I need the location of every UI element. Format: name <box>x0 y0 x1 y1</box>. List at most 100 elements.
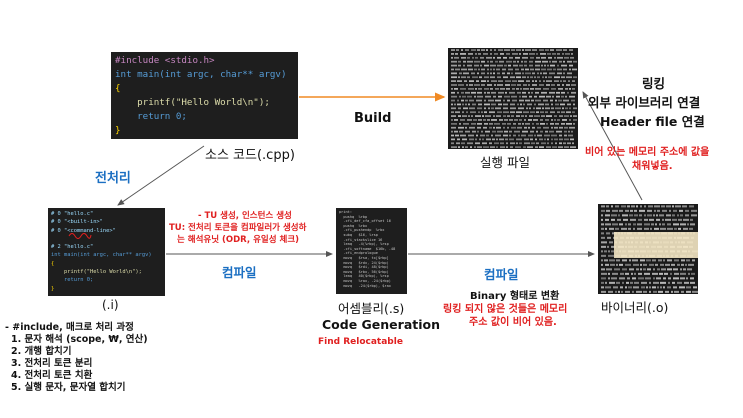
hex-glyph <box>611 218 615 221</box>
hex-glyph <box>477 146 482 149</box>
hex-glyph <box>496 115 501 117</box>
hex-glyph <box>459 95 461 98</box>
hex-glyph <box>626 281 629 284</box>
hex-glyph <box>572 88 575 90</box>
preprocessed-caption: (.i) <box>102 298 119 312</box>
hex-glyph <box>680 272 686 275</box>
hex-glyph <box>522 91 526 94</box>
hex-glyph <box>612 209 618 212</box>
hex-glyph <box>556 95 560 98</box>
hex-glyph <box>564 138 569 141</box>
hex-glyph <box>451 134 454 137</box>
hex-glyph <box>550 64 555 67</box>
hex-glyph <box>527 146 533 149</box>
hex-glyph <box>558 146 563 149</box>
hex-glyph <box>455 68 460 71</box>
code-line: leaq -4(%rbp), %rsp <box>339 242 389 247</box>
hex-glyph <box>474 84 480 86</box>
hex-glyph <box>569 95 575 98</box>
hex-glyph <box>659 214 664 217</box>
hex-glyph <box>544 138 546 141</box>
code-line: movq -24($rbp), $rax <box>339 283 391 288</box>
linking-arrow <box>582 91 643 201</box>
preprocess-step: 2. 개행 합치기 <box>11 346 72 357</box>
hex-glyph <box>569 49 573 51</box>
hex-glyph <box>544 134 550 137</box>
hex-glyph <box>503 115 506 117</box>
hex-glyph <box>637 227 642 230</box>
hex-glyph <box>552 60 557 63</box>
hex-glyph <box>640 268 642 271</box>
hex-glyph <box>540 53 546 55</box>
hex-glyph <box>534 76 536 79</box>
hex-glyph <box>690 218 693 221</box>
hex-glyph <box>608 290 613 293</box>
hex-glyph <box>516 49 521 51</box>
hex-glyph <box>644 227 649 230</box>
hex-glyph <box>488 107 490 110</box>
hex-glyph <box>465 49 469 51</box>
hex-glyph <box>500 146 505 149</box>
hex-glyph <box>644 272 650 275</box>
hex-glyph <box>471 122 476 125</box>
hex-glyph <box>680 268 682 271</box>
hex-glyph <box>469 99 474 102</box>
hex-glyph <box>523 88 529 90</box>
hex-glyph <box>535 146 538 149</box>
hex-glyph <box>467 56 470 59</box>
hex-glyph <box>535 91 539 94</box>
hex-glyph <box>636 290 642 293</box>
hex-glyph <box>611 245 616 248</box>
hex-glyph <box>674 290 679 293</box>
hex-glyph <box>674 272 679 275</box>
hex-glyph <box>540 122 545 125</box>
hex-glyph <box>606 209 610 212</box>
hex-glyph <box>487 91 490 94</box>
hex-glyph <box>688 263 694 266</box>
hex-glyph <box>551 88 556 90</box>
hex-glyph <box>545 103 549 106</box>
hex-glyph <box>465 126 467 129</box>
hex-glyph <box>527 103 532 106</box>
hex-glyph <box>451 138 455 141</box>
hex-glyph <box>601 263 603 266</box>
hex-glyph <box>554 115 557 117</box>
hex-glyph <box>643 268 646 271</box>
hex-glyph <box>665 290 669 293</box>
hex-glyph <box>480 56 484 59</box>
hex-glyph <box>535 88 541 90</box>
hex-glyph <box>631 272 633 275</box>
hex-glyph <box>675 205 681 208</box>
hex-glyph <box>454 88 458 90</box>
code-line: #include <stdio.h> <box>115 55 215 66</box>
hex-glyph <box>495 88 499 90</box>
hex-glyph <box>548 56 552 59</box>
hex-glyph <box>498 103 502 106</box>
hex-glyph <box>480 134 485 137</box>
hex-glyph <box>454 130 458 133</box>
hex-glyph <box>455 134 459 137</box>
hex-glyph <box>672 214 675 217</box>
hex-glyph <box>561 111 565 114</box>
hex-glyph <box>560 103 565 106</box>
hex-glyph <box>498 49 503 51</box>
hex-glyph <box>560 80 562 82</box>
hex-glyph <box>629 268 634 271</box>
hex-glyph <box>497 76 501 79</box>
hex-glyph <box>531 142 535 145</box>
hex-glyph <box>481 60 485 63</box>
hex-glyph <box>533 107 535 110</box>
hex-glyph <box>638 272 642 275</box>
code-line: } <box>115 125 121 136</box>
hex-glyph <box>673 268 678 271</box>
hex-glyph <box>467 76 470 79</box>
hex-glyph <box>517 84 521 86</box>
hex-glyph <box>497 111 502 114</box>
hex-glyph <box>497 64 503 67</box>
hex-glyph <box>564 126 568 129</box>
hex-glyph <box>509 91 515 94</box>
hex-glyph <box>566 122 572 125</box>
hex-glyph <box>606 232 610 235</box>
hex-glyph <box>611 205 613 208</box>
